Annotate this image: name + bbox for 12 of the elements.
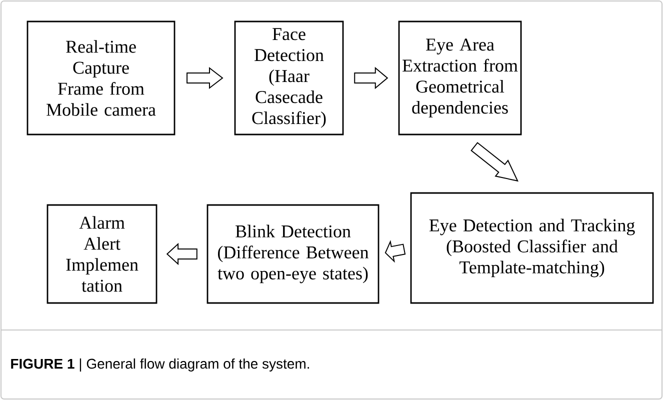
block-arrow — [470, 142, 518, 182]
process-box: Eye Area Extraction from Geometrical dependencies — [398, 20, 522, 136]
process-box: Alarm Alert Implemen tation — [46, 204, 158, 304]
process-box: Face Detection (Haar Casecade Classifier) — [234, 20, 344, 136]
process-box: Real-time Capture Frame from Mobile camera — [26, 20, 176, 136]
block-arrow — [166, 242, 198, 266]
process-box: Eye Detection and Tracking (Boosted Classifier and Template-matching) — [410, 192, 654, 304]
process-box: Blink Detection (Difference Between two open-eye states) — [206, 204, 380, 304]
block-arrow — [384, 240, 406, 263]
block-arrow — [354, 66, 388, 90]
block-arrow — [186, 66, 224, 90]
caption: FIGURE 1 | General flow diagram of the system. — [11, 358, 309, 372]
